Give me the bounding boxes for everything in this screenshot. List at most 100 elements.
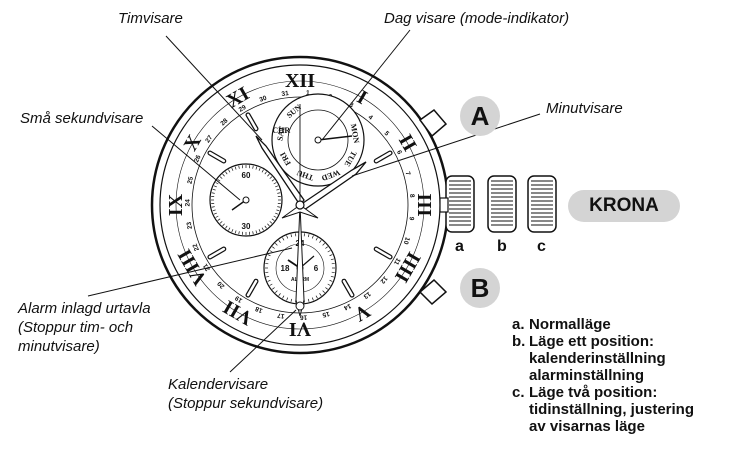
date-number: 4 (367, 114, 375, 122)
subdial-tick (275, 243, 278, 246)
subdial-tick (272, 246, 275, 249)
date-number: 18 (254, 305, 264, 314)
subdial-tick (307, 234, 310, 238)
date-number: 27 (204, 134, 214, 144)
subdial-tick (231, 167, 234, 171)
pusher-b-icon (418, 278, 448, 306)
crown-position-b-label: b (497, 238, 507, 255)
subdial-tick (275, 290, 278, 293)
date-number: 3 (348, 101, 355, 109)
small-seconds-subdial: 60 30 (209, 163, 283, 237)
subdial-tick (267, 173, 270, 177)
date-number: 19 (234, 294, 244, 304)
date-number: 20 (216, 279, 226, 289)
hour-index-highlight (246, 113, 258, 131)
chr-label: CHR (272, 126, 290, 135)
date-number: 16 (299, 313, 307, 320)
legend-item-c: c.Läge två position: tidinställning, jus… (512, 384, 694, 435)
subdial-tick (234, 166, 237, 170)
date-number: 5 (383, 130, 391, 138)
crown-position-c-label: c (537, 238, 546, 255)
subdial-tick (273, 182, 277, 185)
subdial-left-label-30: 30 (242, 222, 251, 231)
subdial-tick (319, 293, 322, 296)
subdial-tick (315, 237, 318, 241)
date-number: 11 (392, 256, 402, 266)
hour-hand (255, 135, 305, 207)
legend-key: c. (512, 384, 525, 401)
crown-position-a-icon (445, 175, 475, 233)
subdial-tick (322, 290, 325, 293)
subdial-tick (217, 218, 221, 221)
subdial-tick (228, 227, 231, 231)
subdial-tick (252, 165, 254, 169)
button-b-badge: B (460, 268, 500, 308)
subdial-tick (225, 225, 228, 229)
label-alarm-line1: Alarm inlagd urtavla (18, 300, 151, 317)
subdial-tick (327, 283, 331, 286)
subdial-tick (277, 192, 281, 194)
subdial-tick (311, 235, 314, 239)
subdial-tick (327, 250, 331, 253)
subdial-tick (252, 231, 254, 235)
hour-index-highlight (246, 279, 258, 297)
pusher-a-icon (418, 108, 448, 138)
legend-text: Läge två position: tidinställning, juste… (529, 384, 694, 435)
roman-numeral: XII (285, 70, 315, 92)
subdial-tick (330, 275, 334, 278)
subdial-tick (211, 206, 215, 208)
crown-position-a-label: a (455, 238, 464, 255)
subdial-tick (278, 240, 281, 243)
subdial-tick (211, 192, 215, 194)
date-number: 30 (259, 95, 268, 104)
subdial-tick (276, 188, 280, 191)
subdial-tick (255, 230, 258, 234)
subdial-tick (215, 182, 219, 185)
date-ring (175, 80, 425, 330)
subdial-tick (319, 240, 322, 243)
legend-text: Normalläge (529, 316, 611, 333)
subdial-tick (219, 221, 223, 224)
date-number: 12 (378, 275, 388, 285)
subdial-tick (228, 169, 231, 173)
subdial-tick (266, 258, 270, 261)
legend-item-a: a.Normalläge (512, 316, 694, 333)
legend-item-b: b.Läge ett position: kalenderinställning… (512, 333, 694, 384)
subdial-tick (219, 176, 223, 179)
subdial-tick (273, 215, 277, 218)
subdial-tick (271, 218, 275, 221)
label-alarm-line3: minutvisare) (18, 338, 100, 355)
label-dag-visare: Dag visare (mode-indikator) (384, 10, 570, 27)
center-hand-base (281, 204, 319, 219)
subdial-tick (272, 287, 275, 290)
subdial-tick (222, 223, 225, 227)
label-minutvisare: Minutvisare (546, 100, 623, 117)
label-timvisare: Timvisare (118, 10, 183, 27)
legend-key: a. (512, 316, 525, 333)
date-number: 24 (184, 199, 191, 207)
date-number: 28 (219, 117, 229, 127)
subdial-tick (286, 235, 289, 239)
subdial-tick (238, 231, 240, 235)
label-kalender-line1: Kalendervisare (168, 376, 269, 393)
subdial-tick (213, 212, 217, 215)
outer-date-ring: 1234567891011121314151617181920212223242… (184, 90, 415, 321)
subdial-tick (231, 229, 234, 233)
subdial-tick (275, 185, 279, 188)
subdial-tick (286, 297, 289, 301)
subdial-tick (290, 234, 293, 238)
date-number: 21 (202, 262, 212, 272)
subdial-tick (258, 229, 261, 233)
date-number: 26 (193, 154, 203, 164)
alarm-label-6: 6 (314, 264, 319, 273)
hour-index-highlight (374, 151, 392, 163)
subdial-tick (261, 169, 264, 173)
subdial-tick (290, 298, 293, 302)
crown-stem-icon (439, 197, 449, 213)
subdial-tick (325, 246, 328, 249)
date-number: 7 (404, 171, 412, 177)
subdial-tick (217, 179, 221, 182)
subdial-tick (222, 173, 225, 177)
